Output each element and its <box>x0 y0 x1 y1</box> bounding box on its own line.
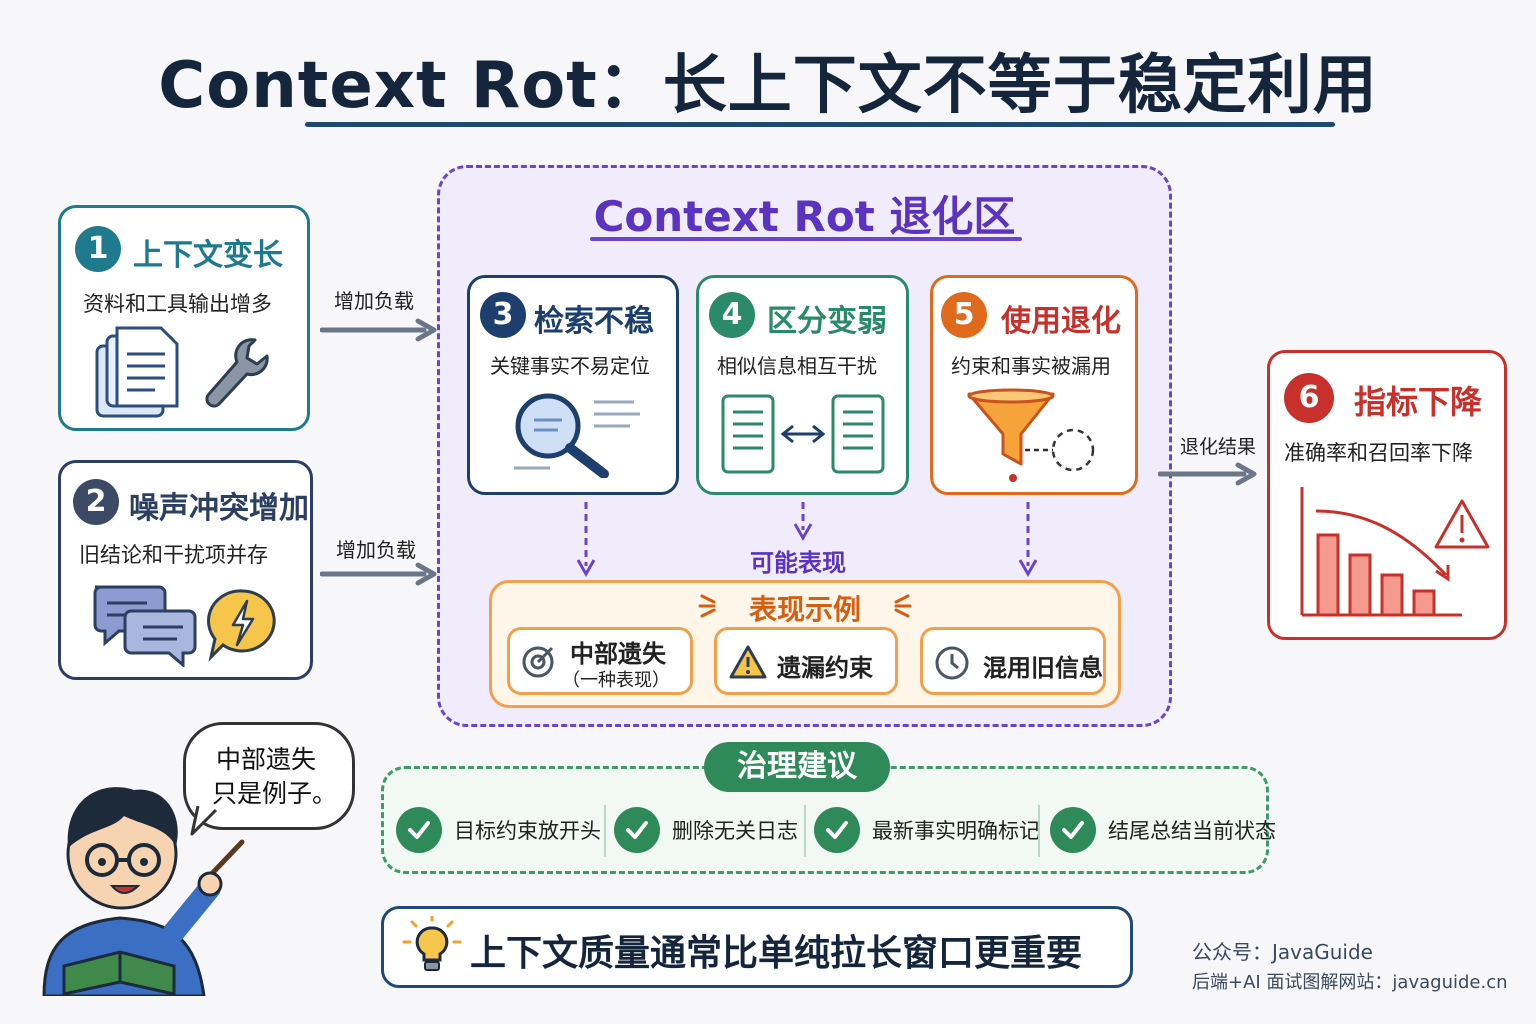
conclusion-text: 上下文质量通常比单纯拉长窗口更重要 <box>470 933 1083 974</box>
compare-documents-icon <box>721 394 885 474</box>
arrow-label-result: 退化结果 <box>1180 436 1257 458</box>
advice-item-2: 删除无关日志 <box>614 800 798 860</box>
example-label-3: 混用旧信息 <box>983 654 1103 682</box>
step-card-6: 6 指标下降 准确率和召回率下降 <box>1267 350 1507 640</box>
warning-icon <box>729 645 767 679</box>
arrow-load-1 <box>320 318 437 342</box>
example-label-2: 遗漏约束 <box>777 654 873 682</box>
step-subtitle-2: 旧结论和干扰项并存 <box>79 543 268 567</box>
target-icon <box>522 646 554 678</box>
step-number-2: 2 <box>73 479 119 525</box>
step-card-5: 5 使用退化 约束和事实被漏用 <box>930 275 1138 495</box>
step-title-1: 上下文变长 <box>133 238 283 273</box>
check-icon <box>614 807 660 853</box>
documents-icon <box>95 326 179 418</box>
arrow-label-load-1: 增加负载 <box>334 289 414 313</box>
funnel-icon <box>967 388 1095 482</box>
speech-bubble-tail <box>190 806 218 836</box>
conclusion-box <box>381 906 1133 988</box>
step-number-4: 4 <box>709 292 755 338</box>
example-label-1: 中部遗失 <box>570 640 666 668</box>
arrow-label-load-2: 增加负载 <box>336 538 416 562</box>
advice-divider <box>604 805 606 857</box>
step-subtitle-4: 相似信息相互干扰 <box>717 354 877 378</box>
may-show-label: 可能表现 <box>750 549 846 577</box>
examples-title: 表现示例 <box>748 593 861 626</box>
dashed-arrow-from-step-5 <box>1018 502 1038 578</box>
footer-site: 后端+AI 面试图解网站：javaguide.cn <box>1192 972 1508 993</box>
step-subtitle-6: 准确率和召回率下降 <box>1284 441 1473 465</box>
step-subtitle-1: 资料和工具输出增多 <box>83 292 272 316</box>
advice-text-1: 目标约束放开头 <box>454 819 601 843</box>
sparkle-right-icon <box>894 594 912 618</box>
declining-chart-icon <box>1300 487 1490 617</box>
wrench-icon <box>205 338 269 408</box>
advice-text-4: 结尾总结当前状态 <box>1108 819 1276 843</box>
bubble-line-1: 中部遗失 <box>216 745 317 774</box>
page-title: Context Rot：长上下文不等于稳定利用 <box>158 49 1378 123</box>
advice-text-2: 删除无关日志 <box>672 819 798 843</box>
example-note-1: （一种表现） <box>562 670 670 691</box>
arrow-load-2 <box>320 562 437 586</box>
dashed-arrow-from-step-4 <box>793 502 813 542</box>
check-icon <box>396 807 442 853</box>
example-missed-constraint: 遗漏约束 <box>714 627 898 695</box>
advice-item-1: 目标约束放开头 <box>396 800 601 860</box>
step-subtitle-3: 关键事实不易定位 <box>490 354 650 378</box>
advice-title: 治理建议 <box>704 742 890 792</box>
advice-divider <box>804 805 806 857</box>
check-icon <box>814 807 860 853</box>
chat-bubbles-icon <box>93 585 197 667</box>
step-number-5: 5 <box>941 292 987 338</box>
example-middle-loss: 中部遗失 （一种表现） <box>507 627 693 695</box>
step-title-6: 指标下降 <box>1354 383 1483 421</box>
step-number-6: 6 <box>1284 373 1334 423</box>
check-icon <box>1050 807 1096 853</box>
advice-item-3: 最新事实明确标记 <box>814 800 1040 860</box>
step-title-4: 区分变弱 <box>767 304 887 339</box>
step-title-2: 噪声冲突增加 <box>129 491 309 526</box>
lightbulb-icon <box>402 916 462 971</box>
advice-item-4: 结尾总结当前状态 <box>1050 800 1276 860</box>
arrow-result <box>1158 462 1257 486</box>
rot-zone-title: Context Rot 退化区 <box>593 192 1016 241</box>
bubble-line-2: 只是例子。 <box>212 779 338 808</box>
sparkle-left-icon <box>698 594 716 618</box>
clock-icon <box>935 646 969 680</box>
example-old-info: 混用旧信息 <box>920 627 1106 695</box>
advice-text-3: 最新事实明确标记 <box>872 819 1040 843</box>
step-card-3: 3 检索不稳 关键事实不易定位 <box>467 275 679 495</box>
step-title-5: 使用退化 <box>1001 304 1121 339</box>
title-underline <box>305 122 1335 127</box>
dashed-arrow-from-step-3 <box>576 502 596 578</box>
advice-divider <box>1038 805 1040 857</box>
footer-wechat: 公众号：JavaGuide <box>1192 940 1373 964</box>
magnifier-icon <box>514 393 640 478</box>
step-number-1: 1 <box>75 226 121 272</box>
step-card-2: 2 噪声冲突增加 旧结论和干扰项并存 <box>58 460 313 680</box>
step-title-3: 检索不稳 <box>534 304 654 339</box>
rot-zone-underline <box>590 237 1022 241</box>
step-number-3: 3 <box>480 292 526 338</box>
lightning-bubble-icon <box>207 589 276 662</box>
step-card-4: 4 区分变弱 相似信息相互干扰 <box>696 275 909 495</box>
teacher-character <box>42 787 245 996</box>
step-card-1: 1 上下文变长 资料和工具输出增多 <box>58 205 310 431</box>
step-subtitle-5: 约束和事实被漏用 <box>951 354 1111 378</box>
